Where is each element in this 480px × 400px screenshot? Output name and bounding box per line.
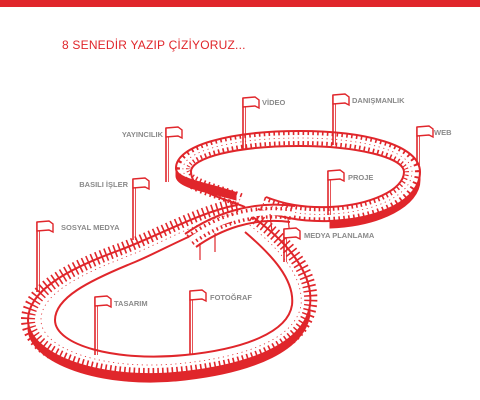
flag-sosyal-medya: SOSYAL MEDYA xyxy=(36,220,120,292)
flag-yayincilik: YAYINCILIK xyxy=(122,126,183,182)
flag-label: WEB xyxy=(434,128,452,137)
top-accent-bar xyxy=(0,0,480,7)
flag-label: VİDEO xyxy=(262,98,286,107)
flag-cloth xyxy=(283,227,301,241)
flag-medya-planlama: MEDYA PLANLAMA xyxy=(283,227,375,262)
flag-label: MEDYA PLANLAMA xyxy=(304,231,375,240)
flag-cloth xyxy=(132,177,150,191)
flag-proje: PROJE xyxy=(327,169,373,215)
flag-label: TASARIM xyxy=(114,299,148,308)
flag-cloth xyxy=(36,220,54,234)
flag-cloth xyxy=(189,289,207,303)
flag-cloth xyxy=(332,93,350,107)
flag-label: PROJE xyxy=(348,173,373,182)
flag-web: WEB xyxy=(416,125,452,165)
page-title: 8 SENEDİR YAZIP ÇİZİYORUZ... xyxy=(62,38,246,52)
flag-label: YAYINCILIK xyxy=(122,130,164,139)
flag-cloth xyxy=(94,295,112,309)
flag-label: FOTOĞRAF xyxy=(210,293,252,302)
flag-danişmanlik: DANIŞMANLIK xyxy=(332,93,405,145)
track-lower-loop xyxy=(20,198,318,383)
flag-label: DANIŞMANLIK xyxy=(352,96,405,105)
flag-basili-i̇şler: BASILI İŞLER xyxy=(79,177,150,240)
track-crossing-bridge xyxy=(184,203,296,260)
flag-vi̇deo: VİDEO xyxy=(242,96,286,150)
flag-tasarim: TASARIM xyxy=(94,295,148,355)
track-upper-loop xyxy=(175,129,422,229)
flag-label: SOSYAL MEDYA xyxy=(61,223,120,232)
flag-cloth xyxy=(165,126,183,140)
flag-cloth xyxy=(242,96,260,110)
flag-cloth xyxy=(416,125,434,139)
flag-fotoğraf: FOTOĞRAF xyxy=(189,289,252,355)
flag-cloth xyxy=(327,169,345,183)
flag-label: BASILI İŞLER xyxy=(79,180,128,189)
